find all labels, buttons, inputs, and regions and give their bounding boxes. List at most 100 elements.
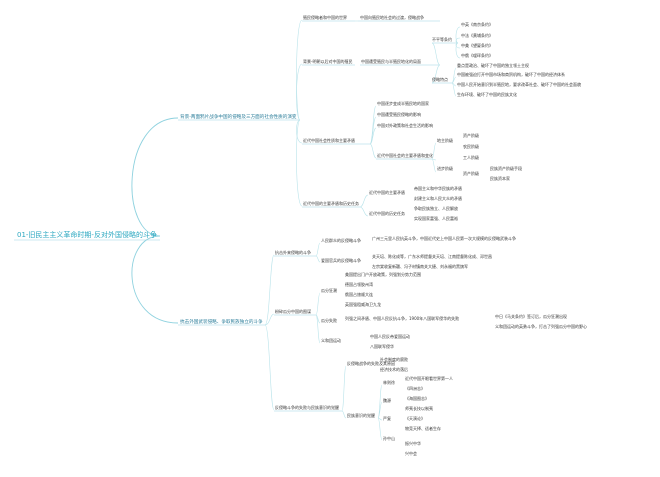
edge-g3-i1 <box>369 116 377 145</box>
edge-b2g1-i1 <box>315 255 321 263</box>
effect-1[interactable]: 中国被强迫打开中国市场和商贸机构，破坏了中国的经济体系 <box>457 71 565 77</box>
b2g2-mid1-item-3[interactable]: 英国强租威海卫九龙 <box>345 301 381 307</box>
b2g2-mid2-right-0[interactable]: 中日《马关条约》签订后，瓜分狂潮出现 <box>495 313 567 319</box>
b2g3-mid2-sub-item-1[interactable]: 《四洲志》 <box>405 385 425 391</box>
edge-g3-s1 <box>431 142 437 160</box>
b2g3-mid4[interactable]: 严复 <box>383 415 391 421</box>
b2g2-mid1-item-1[interactable]: 德国占领胶州湾 <box>345 281 373 287</box>
b1-group2-mid3[interactable]: 侵略特点 <box>432 76 448 82</box>
b1g3-mid[interactable]: 近代中国社会的主要矛盾和变化 <box>377 152 433 158</box>
edge-g3-mid <box>369 143 377 159</box>
treaty-1[interactable]: 中法《黄埔条约》 <box>461 32 493 38</box>
b1g3-sub3-child[interactable]: 资产阶级 <box>463 170 479 176</box>
treaty-0[interactable]: 中英《南京条约》 <box>461 21 493 27</box>
edge-g4-m2 <box>359 206 369 217</box>
b2g3-mid5[interactable]: 孙中山 <box>383 435 395 441</box>
b1g3-sub1[interactable]: 地主阶级 <box>437 137 453 143</box>
b2g3-mid2-sub[interactable]: 林则徐 <box>383 379 395 385</box>
b2g2-mid2[interactable]: 瓜分失败 <box>321 317 337 323</box>
b2g3-mid5-item-1[interactable]: 兴中会 <box>405 450 417 456</box>
b2-group1[interactable]: 抗击外来侵略的斗争 <box>275 249 311 255</box>
b1-group1[interactable]: 殖民侵略者和中国的世界 <box>303 14 347 20</box>
edge-b1-g2 <box>296 63 303 121</box>
b2g3-mid5-item-0[interactable]: 振兴中华 <box>405 440 421 446</box>
b2g2-mid1-item-2[interactable]: 俄国占旅顺大连 <box>345 291 373 297</box>
b1g3-sub3-item-0[interactable]: 民族资产阶级手段 <box>490 165 522 171</box>
edge-root-b2 <box>131 235 179 324</box>
b2g3-mid3-item-1[interactable]: 师夷长技以制夷 <box>405 405 433 411</box>
b1-group1-child[interactable]: 中国向殖民地社会的过渡，侵略战争 <box>360 14 424 20</box>
b2g2-mid2-item-0[interactable]: 列强之间矛盾、中国人民反抗斗争，1900年八国联军侵华的失败 <box>345 315 459 321</box>
root-node[interactable]: 01-旧民主主义革命时期-反对外国侵略的斗争 <box>17 230 157 239</box>
edge-b2-g1 <box>264 254 275 326</box>
b1-group2-mid2[interactable]: 不平等条约 <box>432 36 452 42</box>
edge-b2g3-sub <box>377 384 383 419</box>
b2g3-mid1[interactable]: 反侵略战争的失败及其原因 <box>347 360 395 366</box>
edge-b2-g3 <box>264 324 275 411</box>
b1g3-item-1[interactable]: 中国遭受殖民侵略的影响 <box>377 111 421 117</box>
edge-g3-i0 <box>369 105 377 145</box>
edge-b2-g2 <box>264 313 275 326</box>
b2g2-mid2-right-1[interactable]: 义和团运动的英勇斗争，打击了列强瓜分中国的野心 <box>495 323 587 329</box>
b1-group4[interactable]: 近代中国的主要矛盾和历史任务 <box>303 200 359 206</box>
treaty-3[interactable]: 中俄《瑷珲条约》 <box>461 52 493 58</box>
b2g3-mid1-item-0[interactable]: 社会制度的腐败 <box>380 356 408 362</box>
edge-t0 <box>455 26 461 44</box>
effect-2[interactable]: 中国人民开始意识到半殖民地，要求改革社会、破坏了中国的社会面貌 <box>457 81 581 87</box>
edge-g3-s3 <box>431 158 437 173</box>
b2g3-mid3[interactable]: 魏源 <box>383 397 391 403</box>
b2g3-mid2[interactable]: 民族意识的觉醒 <box>347 412 375 418</box>
edge-b2g2-m1 <box>315 292 321 316</box>
branch1-node[interactable]: 背景-两面鸦片战争中国的侵略及三方面的社会性质的演变 <box>180 113 297 120</box>
edge-b2g3-m2 <box>341 410 347 419</box>
b1g3-sub1-item-1[interactable]: 农民阶级 <box>463 143 479 149</box>
b2g3-mid3-item-0[interactable]: 《海国图志》 <box>405 395 429 401</box>
edge-b2g1-i0 <box>315 242 321 257</box>
b1g3-sub2[interactable]: 工人阶级 <box>463 154 479 160</box>
edge-b2g3-m5 <box>377 417 383 441</box>
b2-group3[interactable]: 反侵略斗争的失败与民族意识的觉醒 <box>275 404 339 410</box>
effect-0[interactable]: 重点是政治、破坏了中国的独立领土主权 <box>457 62 529 68</box>
b2g1-item1-child-0[interactable]: 关天培、陈化成等，广东水师提督关天培、江南提督陈化成、邓世昌 <box>372 253 492 259</box>
b1g4-mid2[interactable]: 近代中国的历史任务 <box>369 210 405 216</box>
b1g4-mid1-item-1[interactable]: 封建主义和人民大众的矛盾 <box>414 195 462 201</box>
b2g3-mid1-item-1[interactable]: 经济技术的落后 <box>380 366 408 372</box>
treaty-2[interactable]: 中美《望厦条约》 <box>461 42 493 48</box>
edge-g4-m1 <box>359 194 369 208</box>
b2g3-mid4-item-1[interactable]: 物竞天择、适者生存 <box>405 425 441 431</box>
b1g3-sub1-item-0[interactable]: 资产阶级 <box>463 132 479 138</box>
b1g4-mid2-item-1[interactable]: 实现国家富强、人民富裕 <box>414 215 458 221</box>
b2g2-mid3-item-0[interactable]: 中国人民反帝爱国运动 <box>370 333 410 339</box>
b2g2-mid3-item-1[interactable]: 八国联军侵华 <box>370 343 394 349</box>
b2g1-item0-child[interactable]: 广州三元里人民抗英斗争，中国近代史上中国人民第一次大规模的反侵略武装斗争 <box>372 235 516 241</box>
b2g2-mid1-item-0[interactable]: 美国提出门户开放政策，列强划分势力范围 <box>345 271 421 277</box>
effect-3[interactable]: 生存环境、破坏了中国的民族文化 <box>457 91 517 97</box>
b1g3-item-0[interactable]: 中国逐步变成半殖民地的国家 <box>377 100 429 106</box>
b1-group2[interactable]: 背景-明朝以后对中国的殖民 <box>303 58 352 64</box>
b1g4-mid1[interactable]: 近代中国的主要矛盾 <box>369 189 405 195</box>
branch2-node[interactable]: 抗击外国武装侵略、争取民族独立的斗争 <box>180 318 263 325</box>
edge-b2g3-m1 <box>341 365 347 412</box>
b2g3-mid4-item-0[interactable]: 《天演论》 <box>405 415 425 421</box>
b1g3-sub3-item-1[interactable]: 民族资本家 <box>490 175 510 181</box>
b2g3-mid2-sub-item-0[interactable]: 近代中国开眼看世界第一人 <box>405 375 453 381</box>
b2g1-item1[interactable]: 爱国官兵的反侵略斗争 <box>321 257 361 263</box>
edge-b2g2-m3 <box>315 314 321 344</box>
b2g2-mid3[interactable]: 义和团运动 <box>321 337 341 343</box>
b1g4-mid2-item-0[interactable]: 争取民族独立、人民解放 <box>414 205 458 211</box>
b2g1-item1-child-1[interactable]: 左宗棠收复新疆、冯子材镇南关大捷、刘永福的黑旗军 <box>372 263 468 269</box>
b2g2-mid1[interactable]: 瓜分狂潮 <box>321 287 337 293</box>
b1-group3[interactable]: 近代中国社会性质和主要矛盾 <box>303 137 355 143</box>
b1g4-mid1-item-0[interactable]: 帝国主义和中华民族的矛盾 <box>414 185 462 191</box>
b1-group2-mid[interactable]: 中国遭受殖民与半殖民地化的局面 <box>361 58 421 64</box>
b1g3-item-2[interactable]: 中国对外政策和社会生活的影响 <box>377 122 433 128</box>
b1g3-sub3[interactable]: 进步阶级 <box>437 165 453 171</box>
edge-root-b1 <box>131 117 179 237</box>
edge-e3 <box>451 82 457 97</box>
edge-b2g3-m3 <box>377 401 383 419</box>
edge-g2-mid3 <box>431 64 441 84</box>
b2-group2[interactable]: 粉碎瓜分中国的图谋 <box>275 308 311 314</box>
b2g1-item0[interactable]: 人民群众的反侵略斗争 <box>321 237 361 243</box>
